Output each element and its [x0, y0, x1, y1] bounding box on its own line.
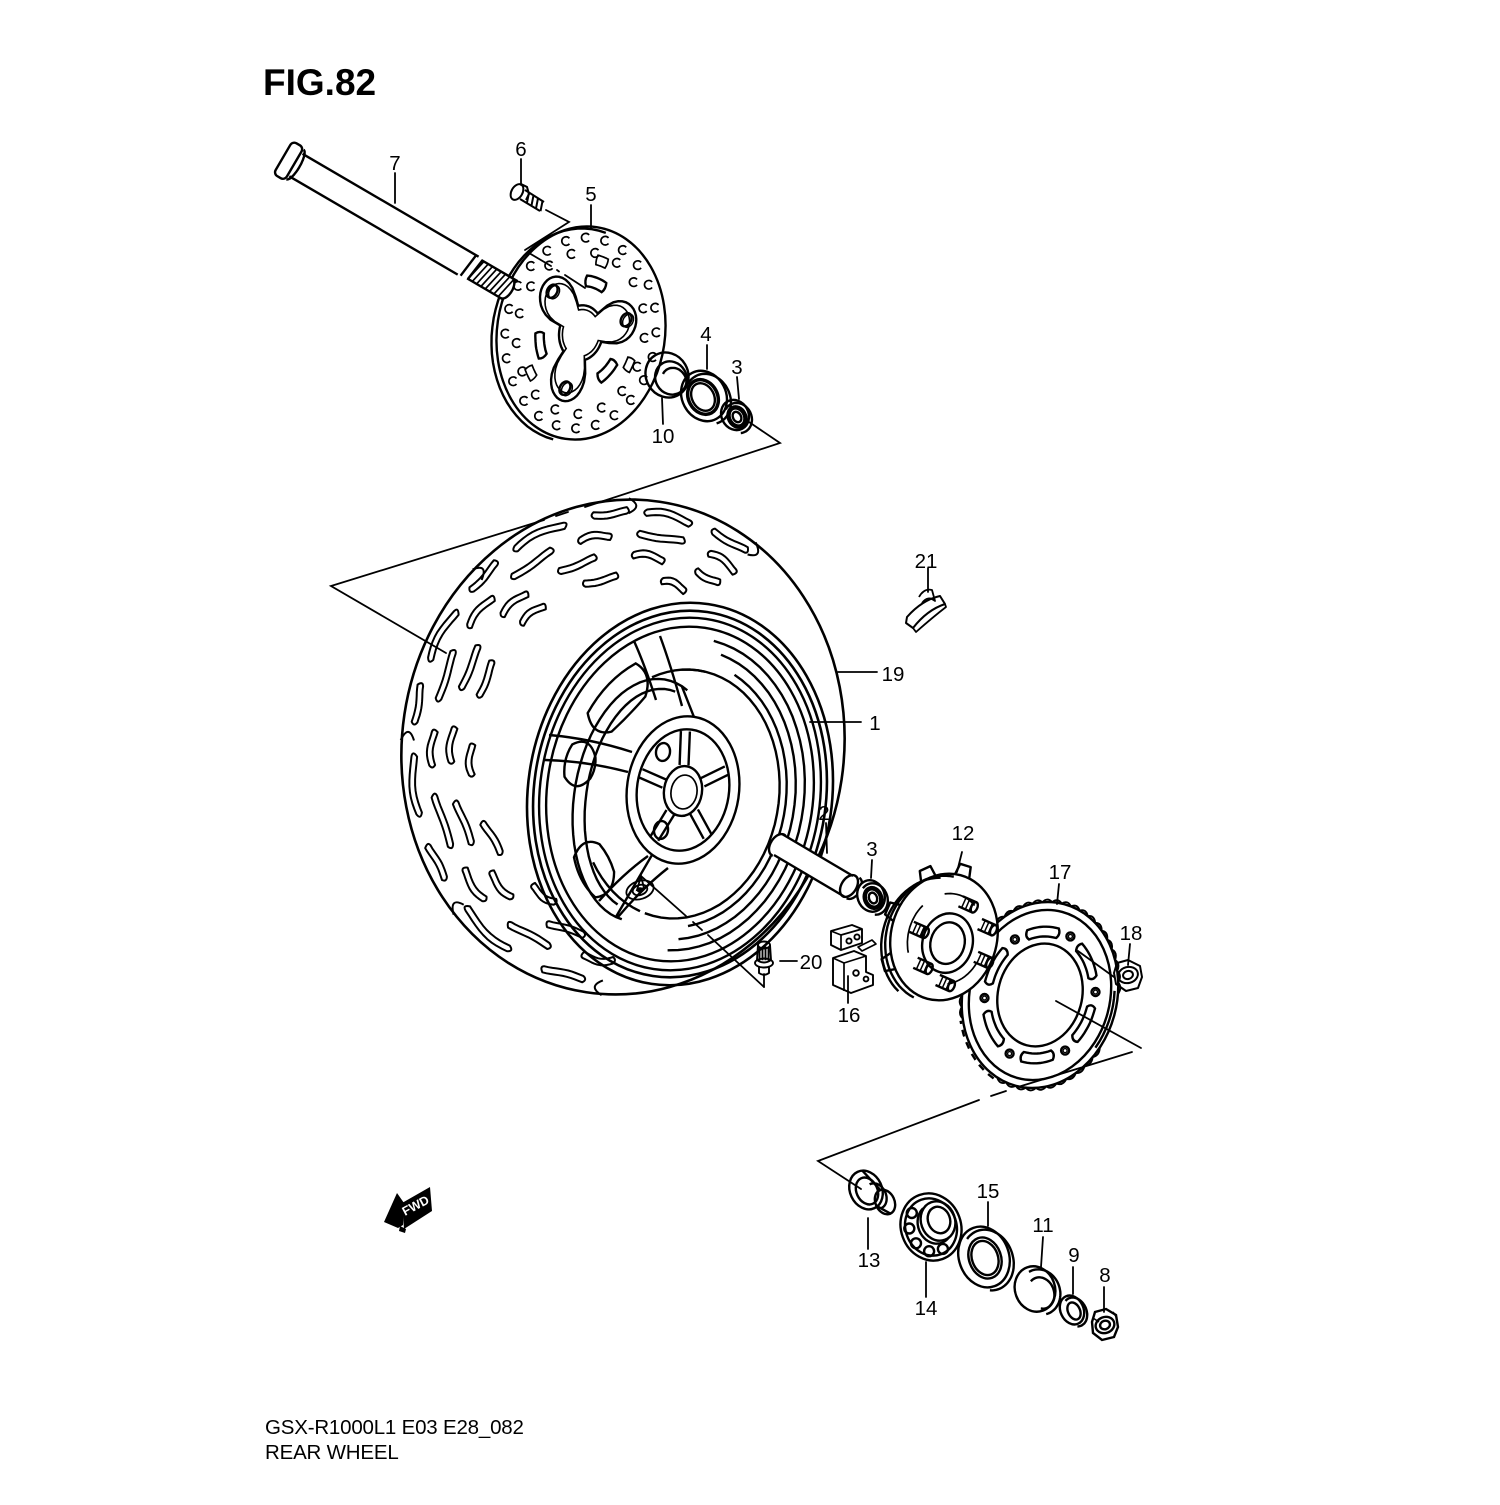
svg-text:12: 12 — [952, 822, 975, 845]
svg-text:18: 18 — [1120, 922, 1143, 945]
svg-text:7: 7 — [389, 152, 400, 175]
svg-text:11: 11 — [1032, 1214, 1053, 1237]
svg-text:16: 16 — [838, 1004, 861, 1027]
svg-text:9: 9 — [1068, 1244, 1079, 1267]
svg-text:FIG.82: FIG.82 — [263, 62, 376, 103]
svg-text:21: 21 — [915, 550, 938, 573]
svg-text:19: 19 — [882, 663, 905, 686]
svg-text:14: 14 — [915, 1297, 938, 1320]
svg-text:20: 20 — [800, 951, 823, 974]
svg-text:1: 1 — [869, 712, 880, 735]
svg-text:REAR WHEEL: REAR WHEEL — [265, 1441, 399, 1464]
svg-text:4: 4 — [700, 323, 711, 346]
svg-text:6: 6 — [515, 138, 526, 161]
svg-text:8: 8 — [1099, 1264, 1110, 1287]
svg-text:13: 13 — [858, 1249, 881, 1272]
svg-text:GSX-R1000L1 E03 E28_082: GSX-R1000L1 E03 E28_082 — [265, 1416, 524, 1439]
svg-text:3: 3 — [731, 356, 742, 379]
svg-text:3: 3 — [866, 838, 877, 861]
svg-text:10: 10 — [652, 425, 675, 448]
svg-text:15: 15 — [977, 1180, 1000, 1203]
svg-text:17: 17 — [1049, 861, 1072, 884]
svg-text:5: 5 — [585, 183, 596, 206]
